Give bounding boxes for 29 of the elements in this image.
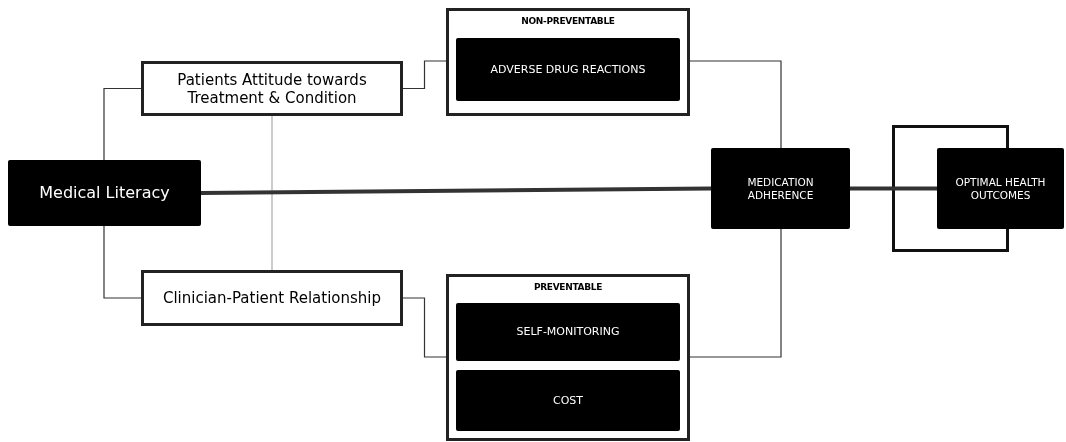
process-box xyxy=(456,370,680,431)
group-box xyxy=(446,8,690,116)
node-label: COST xyxy=(552,393,583,408)
node-label: Medical Literacy xyxy=(39,183,170,203)
diagram-node xyxy=(8,160,201,226)
group-heading: NON-PREVENTABLE xyxy=(521,16,615,27)
connector-line xyxy=(201,186,711,195)
connector-line xyxy=(103,225,142,299)
node-label: OPTIMAL HEALTH OUTCOMES xyxy=(954,175,1047,202)
node-label: Clinician-Patient Relationship xyxy=(162,289,382,307)
node-label: SELF-MONITORING xyxy=(516,325,620,339)
connector-line xyxy=(850,186,937,191)
connector-line xyxy=(402,60,447,90)
process-box xyxy=(141,61,403,116)
process-box xyxy=(141,270,403,326)
process-box xyxy=(456,38,680,101)
node-label: MEDICATION ADHERENCE xyxy=(746,175,815,202)
group-box xyxy=(446,274,690,441)
connector-line xyxy=(402,297,447,358)
node-label: ADVERSE DRUG REACTIONS xyxy=(490,62,646,77)
connector-line xyxy=(689,228,782,358)
process-box xyxy=(937,148,1064,229)
process-box xyxy=(711,148,850,229)
process-box xyxy=(456,303,680,361)
group-heading: PREVENTABLE xyxy=(533,282,603,293)
node-label: Patients Attitude towards Treatment & Condition xyxy=(176,70,368,107)
connector-line xyxy=(689,60,782,149)
connector-line xyxy=(271,115,273,271)
connector-line xyxy=(103,87,142,161)
